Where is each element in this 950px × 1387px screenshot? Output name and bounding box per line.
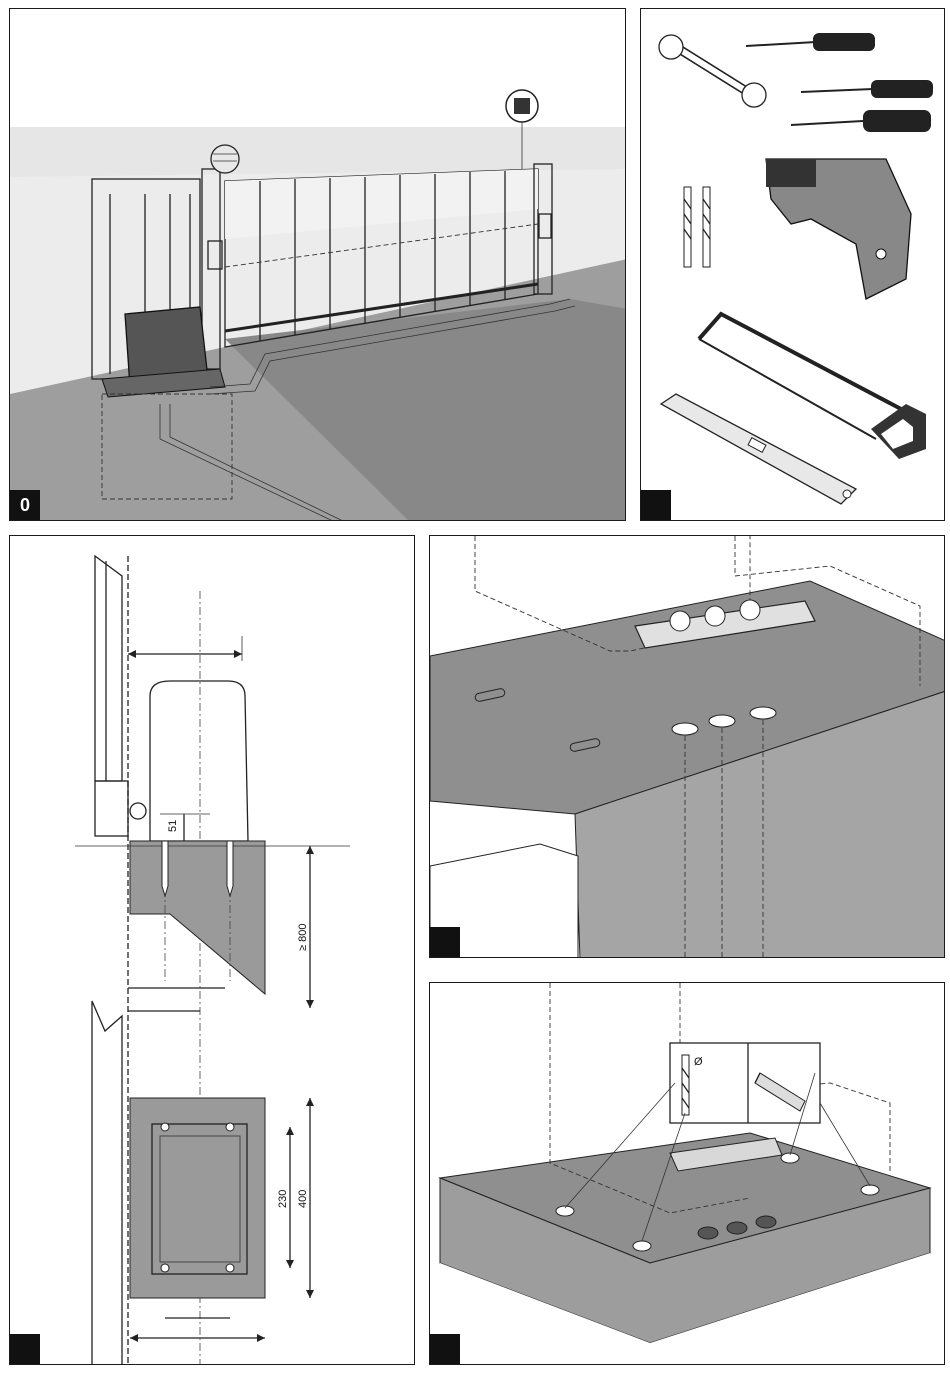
panel-overview: 0 [9, 8, 626, 521]
dimension-400: 400 [297, 1190, 309, 1208]
motor-side-view [150, 681, 248, 841]
overview-drawing [10, 9, 626, 521]
bolt-hole [709, 715, 735, 727]
bolt-hole [672, 723, 698, 735]
panel-foundation [429, 535, 945, 958]
bolt-hole [750, 707, 776, 719]
dimension-800: ≥ 800 [297, 924, 309, 951]
foundation-drawing [430, 536, 945, 958]
dimension-51: 51 [167, 820, 179, 832]
panel-number-badge [641, 490, 671, 520]
drilling-drawing: Ø [430, 983, 945, 1365]
screwdriver-icon [746, 33, 875, 51]
panel-drilling: Ø [429, 982, 945, 1365]
flashing-lamp-icon [211, 145, 239, 173]
phillips-screwdriver-icon [801, 80, 933, 98]
inset-box [670, 1043, 820, 1123]
dimension-230: 230 [277, 1190, 289, 1208]
electric-drill-icon [766, 159, 911, 299]
panel-tools [640, 8, 945, 521]
drill-bit-icon [682, 1055, 689, 1115]
dimension-drawing: 51 ≥ 800 230 400 [10, 536, 415, 1365]
panel-number-badge [430, 1334, 460, 1364]
drill-bits-icon [684, 187, 710, 267]
panel-number-badge [430, 927, 460, 957]
panel-number-badge: 0 [10, 490, 40, 520]
diameter-symbol: Ø [694, 1056, 703, 1068]
panel-number-badge [10, 1334, 40, 1364]
tools-drawing [641, 9, 945, 521]
small-screwdriver-icon [791, 110, 931, 132]
panel-dimensions: 51 ≥ 800 230 400 [9, 535, 415, 1365]
